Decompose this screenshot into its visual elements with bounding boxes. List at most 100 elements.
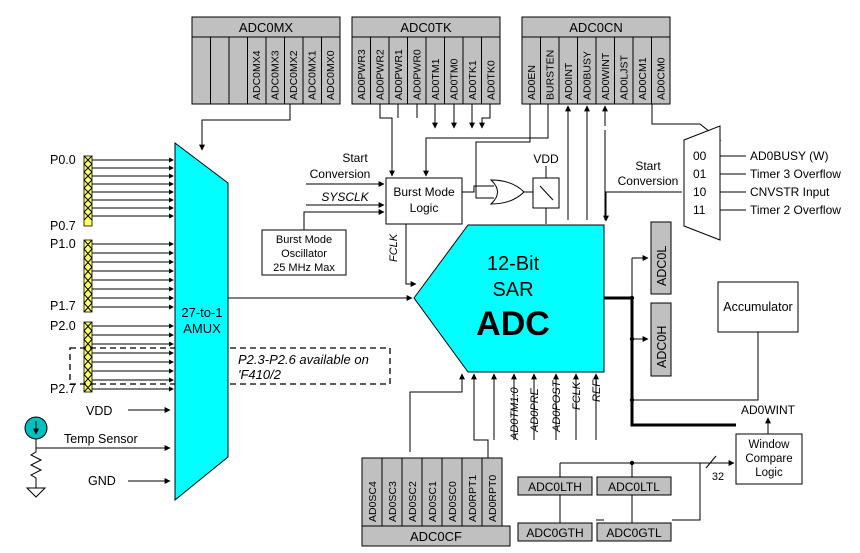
mux-code: 00 xyxy=(693,149,707,163)
pin-label-p20: P2.0 xyxy=(50,319,76,333)
amux-27-to-1: 27-to-1 AMUX xyxy=(174,141,229,502)
adc0cf-bit: AD0SC1 xyxy=(427,481,439,522)
adc0mx-bit: ADC0MX3 xyxy=(270,50,282,100)
adc0mx-bit: ADC0MX2 xyxy=(288,50,300,100)
signal-ref: REF xyxy=(591,379,603,402)
signal-ad0pre: AD0PRE xyxy=(529,387,541,433)
amux-label-line1: 27-to-1 xyxy=(181,305,222,320)
adc0gtl-register xyxy=(596,522,672,542)
adc0cn-bit: AD0CM1 xyxy=(637,57,649,100)
temp-sensor-icon xyxy=(24,416,48,498)
temp-sensor-label: Temp Sensor xyxy=(64,432,138,446)
signal-ad0post: AD0POST xyxy=(551,379,563,433)
oscillator-label-line3: 25 MHz Max xyxy=(273,262,335,274)
adc0cn-title: ADC0CN xyxy=(569,20,622,35)
adc0tk-title: ADC0TK xyxy=(400,20,452,35)
adc0cn-bit: BURSTEN xyxy=(545,50,557,100)
adc0lth-label: ADC0LTH xyxy=(528,480,582,494)
mux-source-timer3: Timer 3 Overflow xyxy=(750,167,841,181)
adc0tk-bit: AD0PWR2 xyxy=(375,49,387,100)
pin-label-p00: P0.0 xyxy=(50,153,76,167)
port2-availability-note: P2.3-P2.6 available on xyxy=(238,352,369,367)
start-conversion-mux: 00 01 10 11 xyxy=(683,125,721,241)
port2-availability-note-box xyxy=(69,347,391,385)
adc0cn-register: ADC0CN AD0EN BURSTEN AD0INT AD0BUSY AD0W… xyxy=(521,16,671,105)
pin-label-p07: P0.7 xyxy=(50,219,76,233)
sysclk-label: SYSCLK xyxy=(321,190,369,204)
pin-label-p17: P1.7 xyxy=(50,299,76,313)
adc0cf-bit: AD0RPT0 xyxy=(487,475,499,522)
adc0tk-bit: AD0TM0 xyxy=(449,58,461,100)
adc0gth-register xyxy=(517,522,593,542)
burst-mode-logic xyxy=(385,177,463,225)
burst-logic-label-line2: Logic xyxy=(410,201,439,215)
burst-start-label-line2: Conversion xyxy=(310,167,371,181)
port2-pins xyxy=(83,321,93,393)
vdd-input-label: VDD xyxy=(86,404,112,418)
adc0l-register xyxy=(650,221,672,295)
adc0cf-bit: AD0SC0 xyxy=(447,481,459,522)
adc0tk-bit: AD0PWR0 xyxy=(412,49,424,100)
adc0tk-bit: AD0TK1 xyxy=(467,60,479,100)
adc0tk-bit: AD0TK0 xyxy=(486,60,498,100)
adc0cn-bit: AD0LJST xyxy=(619,54,631,100)
burst-mode-oscillator xyxy=(261,229,347,276)
mux-source-cnvstr: CNVSTR Input xyxy=(750,185,830,199)
port0-pins xyxy=(83,155,93,227)
adc0mx-bit: ADC0MX0 xyxy=(325,50,337,100)
bus-width-label: 32 xyxy=(712,471,724,483)
port1-pins xyxy=(83,239,93,313)
ad0wint-flag-label: AD0WINT xyxy=(741,403,796,417)
adc0h-label: ADC0H xyxy=(655,326,669,368)
window-compare-label-line3: Logic xyxy=(755,467,783,479)
adc0cf-bit: AD0SC3 xyxy=(387,481,399,522)
adc0mx-title: ADC0MX xyxy=(239,20,294,35)
adc0cn-bit: AD0BUSY xyxy=(582,51,594,100)
adc0gtl-label: ADC0GTL xyxy=(606,526,662,540)
adc0cf-bit: AD0SC2 xyxy=(407,481,419,522)
adc0mx-bit: ADC0MX4 xyxy=(251,50,263,100)
adc0tk-register: ADC0TK AD0PWR3 AD0PWR2 AD0PWR1 AD0PWR0 A… xyxy=(351,16,501,105)
adc0tk-bit: AD0PWR1 xyxy=(393,49,405,100)
window-compare-label-line2: Compare xyxy=(745,453,792,465)
gnd-input-label: GND xyxy=(88,474,116,488)
oscillator-label: Burst Mode xyxy=(276,234,332,246)
adc0h-register xyxy=(650,302,672,377)
signal-fclk: FCLK xyxy=(571,381,583,410)
pin-label-p27: P2.7 xyxy=(50,382,76,396)
mux-code: 01 xyxy=(693,167,707,181)
adc0gth-label: ADC0GTH xyxy=(526,526,583,540)
adc-label-line1: 12-Bit xyxy=(487,253,540,275)
pin-arrows xyxy=(92,157,174,392)
adc0cn-bit: AD0EN xyxy=(526,65,538,100)
adc0cf-bit: AD0RPT1 xyxy=(467,475,479,522)
window-compare-label: Window xyxy=(749,439,791,451)
adc0ltl-label: ADC0LTL xyxy=(608,480,660,494)
accumulator-label: Accumulator xyxy=(723,300,792,314)
burst-start-label: Start xyxy=(342,151,368,165)
adc0cf-title: ADC0CF xyxy=(410,529,462,544)
window-compare-logic xyxy=(735,433,803,485)
mux-source-timer2: Timer 2 Overflow xyxy=(750,203,841,217)
sar-adc-block: 12-Bit SAR ADC xyxy=(413,224,605,373)
pin-label-p10: P1.0 xyxy=(50,237,76,251)
adc0l-label: ADC0L xyxy=(655,246,669,286)
adc0tk-bit: AD0PWR3 xyxy=(356,49,368,100)
adc0mx-select-line xyxy=(199,104,291,151)
adc0mx-bit: ADC0MX1 xyxy=(307,50,319,100)
oscillator-label-line2: Oscillator xyxy=(281,248,327,260)
mux-code: 10 xyxy=(693,185,707,199)
adc0cn-bit: AD0WINT xyxy=(600,52,612,100)
accumulator-block xyxy=(717,281,799,333)
vdd-switch-label: VDD xyxy=(533,152,559,166)
adc0cf-bit: AD0SC4 xyxy=(367,481,379,522)
mux-code: 11 xyxy=(693,203,706,217)
port2-availability-note-line2: 'F410/2 xyxy=(238,367,282,382)
adc-label-line3: ADC xyxy=(476,305,550,343)
adc0mx-register: ADC0MX ADC0MX4 ADC0MX3 ADC0MX2 ADC0MX1 A… xyxy=(191,16,341,105)
mux-source-ad0busy: AD0BUSY (W) xyxy=(750,149,828,163)
adc0ltl-register xyxy=(596,476,672,496)
adc0cn-bit: AD0INT xyxy=(563,62,575,100)
amux-label-line2: AMUX xyxy=(183,321,221,336)
